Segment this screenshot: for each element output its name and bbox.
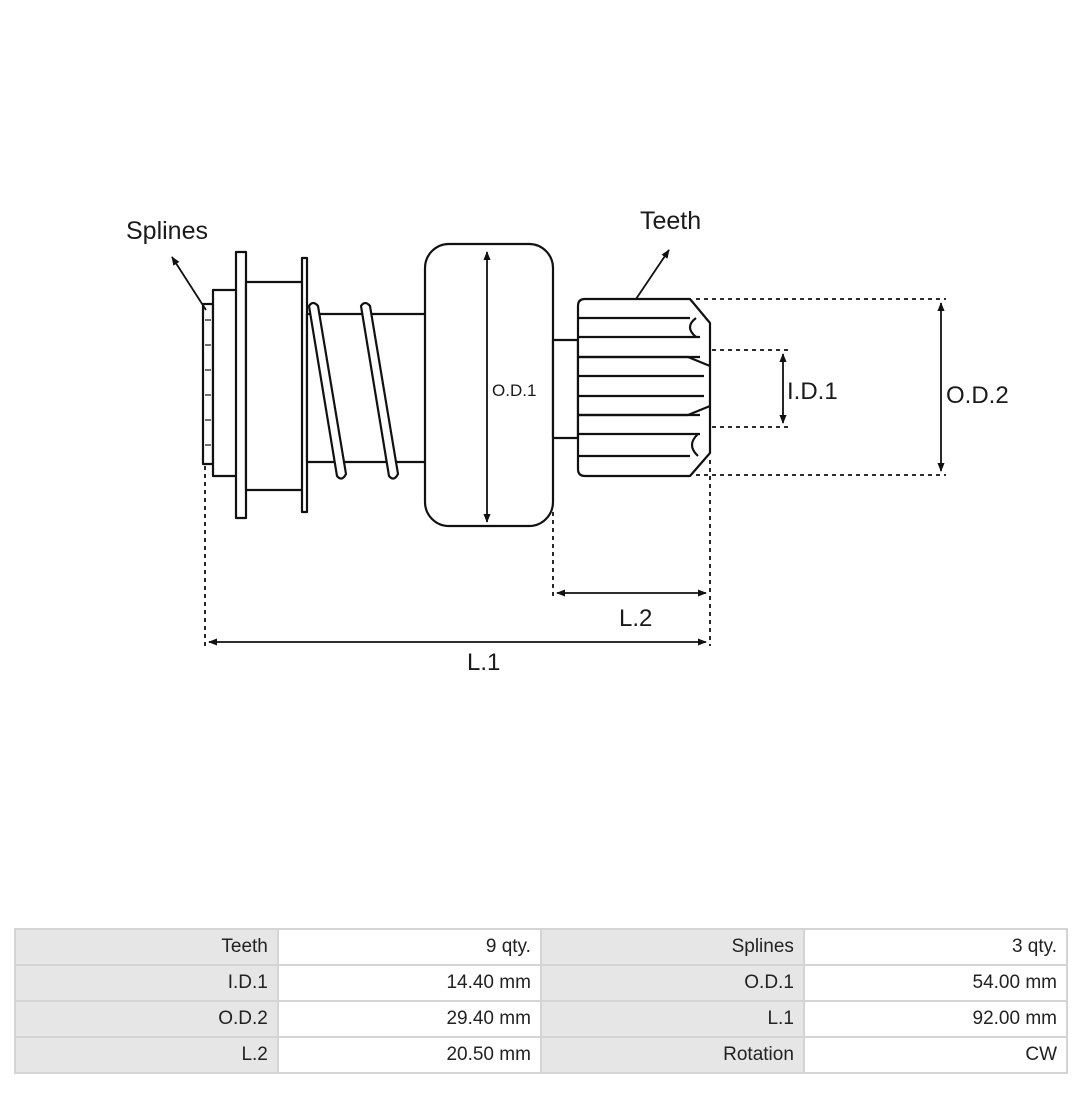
spec-label-od2: O.D.2 [16, 1002, 277, 1036]
table-row: I.D.1 14.40 mm O.D.1 54.00 mm [16, 966, 1066, 1000]
splines-leader [171, 256, 207, 311]
spec-value-l2: 20.50 mm [278, 1038, 540, 1072]
spec-label-l2: L.2 [16, 1038, 277, 1072]
pinion-gear [576, 297, 712, 478]
teeth-label: Teeth [640, 207, 701, 235]
spec-value-rotation: CW [804, 1038, 1066, 1072]
spec-label-id1: I.D.1 [16, 966, 277, 1000]
table-row: L.2 20.50 mm Rotation CW [16, 1038, 1066, 1072]
drive-drawing: Splines Teeth O.D.1 I.D.1 O.D.2 L.2 L.1 [126, 207, 1009, 676]
neck [551, 338, 580, 440]
spec-label-rotation: Rotation [541, 1038, 803, 1072]
od1-label: O.D.1 [492, 381, 536, 400]
spec-label-teeth: Teeth [16, 930, 277, 964]
starter-drive-diagram: Splines Teeth O.D.1 I.D.1 O.D.2 L.2 L.1 [126, 207, 1009, 676]
spec-value-l1: 92.00 mm [804, 1002, 1066, 1036]
l2-label: L.2 [619, 605, 652, 632]
table-row: O.D.2 29.40 mm L.1 92.00 mm [16, 1002, 1066, 1036]
spec-table: Teeth 9 qty. Splines 3 qty. I.D.1 14.40 … [14, 928, 1068, 1074]
spec-value-id1: 14.40 mm [278, 966, 540, 1000]
teeth-leader [635, 249, 670, 300]
spec-value-teeth: 9 qty. [278, 930, 540, 964]
spec-value-od2: 29.40 mm [278, 1002, 540, 1036]
spec-label-od1: O.D.1 [541, 966, 803, 1000]
spec-value-splines: 3 qty. [804, 930, 1066, 964]
spec-value-od1: 54.00 mm [804, 966, 1066, 1000]
table-row: Teeth 9 qty. Splines 3 qty. [16, 930, 1066, 964]
id1-label: I.D.1 [787, 378, 838, 405]
od2-label: O.D.2 [946, 382, 1009, 409]
flange-collar [234, 250, 309, 520]
spec-label-splines: Splines [541, 930, 803, 964]
l1-label: L.1 [467, 649, 500, 676]
spline-end [201, 288, 240, 478]
shaft-spring [305, 301, 429, 480]
spec-label-l1: L.1 [541, 1002, 803, 1036]
splines-label: Splines [126, 217, 208, 245]
